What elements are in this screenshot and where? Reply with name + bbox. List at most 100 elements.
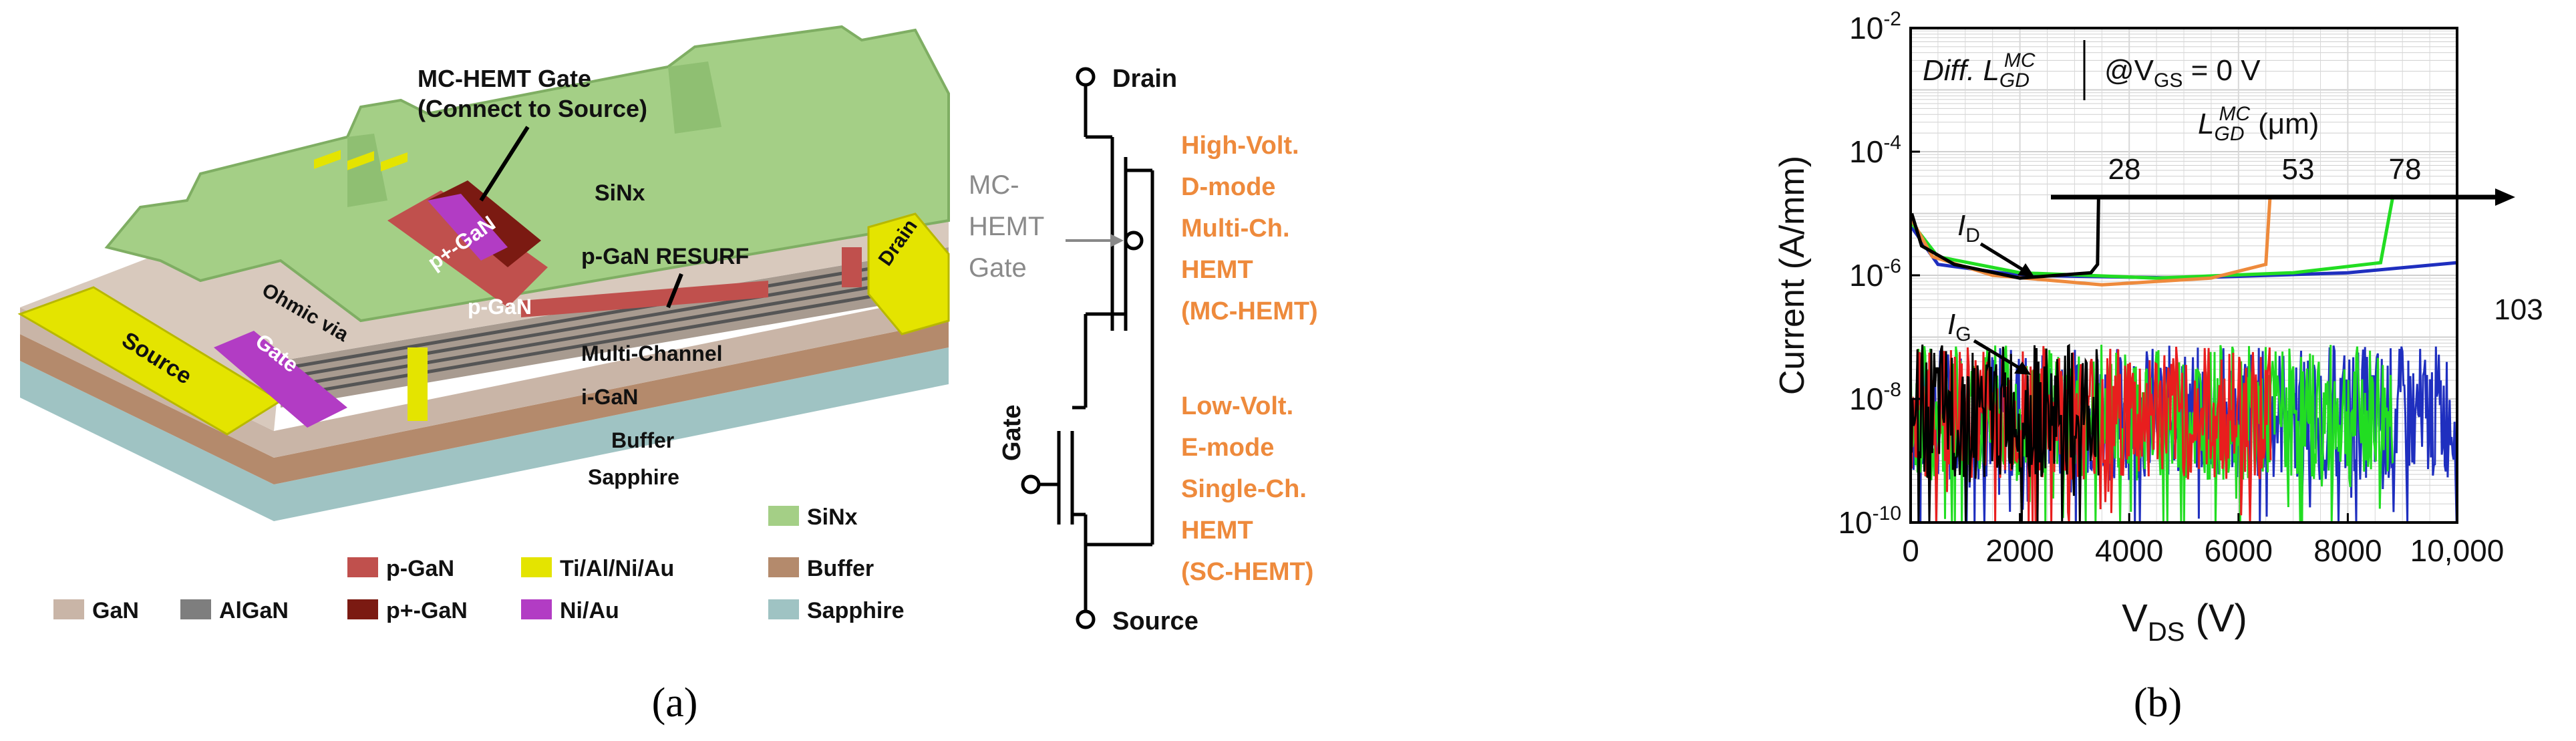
y-tick-label: 10-2 <box>1849 8 1901 45</box>
y-axis-ticks: 10-10 10-8 10-6 10-4 10-2 <box>1838 8 1920 540</box>
mc-hemt-gate-text: MC- HEMT Gate <box>969 170 1044 283</box>
id-traces <box>1910 194 2458 287</box>
circuit-text-line: (SC-HEMT) <box>1181 558 1313 586</box>
circuit-text-line: HEMT <box>969 212 1044 241</box>
x-tick-label: 8000 <box>2313 533 2382 568</box>
chart-annotations: Diff. LGDMC @VGS = 0 V LGDMC(μm) ID IG <box>1923 40 2319 345</box>
sinx-cover <box>104 25 950 323</box>
ig-traces <box>1909 343 2458 524</box>
legend-label: GaN <box>92 598 139 623</box>
panel-a-label: (a) <box>652 680 698 726</box>
y-tick-label: 10-10 <box>1838 502 1901 540</box>
id-curve-53 <box>1910 194 2272 287</box>
circuit-text-line: (MC-HEMT) <box>1181 297 1318 325</box>
source-terminal <box>1076 609 1096 629</box>
x-tick-label: 4000 <box>2095 533 2163 568</box>
id-pointer-arrow <box>1979 242 2029 275</box>
circuit-text-line: Multi-Ch. <box>1181 214 1290 243</box>
p-gan-resurf-callout: p-GaN RESURF <box>581 244 749 269</box>
circuit-text-line: High-Volt. <box>1181 132 1299 160</box>
vgs-condition: @VGS = 0 V <box>2104 54 2261 92</box>
breakdown-labels: 28 53 78 103 <box>2108 153 2543 326</box>
id-curve-28 <box>1910 194 2100 280</box>
drain-metal <box>867 212 950 335</box>
legend-label: Buffer <box>807 556 874 581</box>
ohmic-vias <box>314 150 428 421</box>
resurf-arrow <box>666 273 683 309</box>
diff-lgd-annotation: Diff. LGDMC <box>1923 49 2036 92</box>
lgd-value-label: 28 <box>2108 153 2141 186</box>
legend-swatch <box>768 599 799 619</box>
circuit-schematic <box>1021 67 1154 629</box>
circuit-text-line: Low-Volt. <box>1181 392 1293 420</box>
x-tick-label: 2000 <box>1985 533 2054 568</box>
legend-swatch <box>521 599 552 619</box>
buffer-callout: Buffer <box>611 428 674 452</box>
legend-swatch <box>521 557 552 577</box>
mc-gate-arrow <box>479 126 530 202</box>
gate-metal <box>214 331 347 428</box>
legend-label: p+-GaN <box>386 598 468 623</box>
circuit-text-line: HEMT <box>1181 516 1253 545</box>
legend-label: SiNx <box>807 504 858 530</box>
p-gan-callout: p-GaN <box>468 295 532 319</box>
legend-label: Ni/Au <box>560 598 619 623</box>
circuit-labels: Drain Source Gate MC- HEMT Gate High-Volt.… <box>969 65 1318 635</box>
resurf-strip <box>521 281 768 317</box>
ig-label: IG <box>1947 308 1971 345</box>
ni-au-mc-gate <box>428 194 508 261</box>
circuit-text-line: Single-Ch. <box>1181 475 1307 503</box>
legend-swatch <box>347 599 378 619</box>
x-tick-label: 6000 <box>2205 533 2273 568</box>
source-label: Source <box>1112 607 1198 635</box>
sinx-callout: SiNx <box>595 180 645 206</box>
legend-swatch <box>180 599 211 619</box>
multi-channel-stack <box>280 247 949 408</box>
sapphire-callout: Sapphire <box>588 465 679 489</box>
x-tick-label: 0 <box>1902 533 1919 568</box>
device-schematic <box>17 25 950 521</box>
legend-label: AlGaN <box>219 598 289 623</box>
drain-terminal <box>1076 67 1096 87</box>
y-axis-label: Current (A/mm) <box>1773 156 1812 395</box>
i-gan-callout: i-GaN <box>581 385 638 409</box>
legend-swatch <box>768 506 799 526</box>
lgd-value-label: 78 <box>2389 153 2422 186</box>
lgd-value-label: 53 <box>2282 153 2315 186</box>
legend-swatch <box>53 599 84 619</box>
circuit-text-line: HEMT <box>1181 256 1253 284</box>
circuit-text-line: E-mode <box>1181 434 1274 462</box>
y-tick-label: 10-6 <box>1849 255 1901 293</box>
y-tick-label: 10-8 <box>1849 379 1901 416</box>
y-tick-label: 10-4 <box>1849 132 1901 169</box>
legend-label: Ti/Al/Ni/Au <box>560 556 674 581</box>
circuit-text-line: MC- <box>969 170 1019 200</box>
multi-channel-callout: Multi-Channel <box>581 341 723 365</box>
ig-pointer-arrow <box>1973 339 2026 373</box>
x-axis-label: VDS (V) <box>2122 597 2247 647</box>
mc-gate-callout-line1: MC-HEMT Gate <box>418 65 591 92</box>
drain-label: Drain <box>1112 65 1177 93</box>
legend-label: Sapphire <box>807 598 904 623</box>
circuit-text-line: Gate <box>969 253 1027 283</box>
mc-gate-bubble <box>1124 231 1144 251</box>
lgd-value-label: 103 <box>2494 293 2543 326</box>
circuit-text-line: D-mode <box>1181 173 1275 201</box>
legend-swatch <box>347 557 378 577</box>
legend-swatch <box>768 557 799 577</box>
x-axis-ticks: 0 2000 4000 6000 8000 10,000 <box>1902 513 2504 568</box>
id-label: ID <box>1957 209 1980 247</box>
lgd-unit-label: LGDMC(μm) <box>2198 103 2319 145</box>
panel-b-label: (b) <box>2134 680 2182 726</box>
legend-label: p-GaN <box>386 556 454 581</box>
ig-noise-trace <box>1909 343 2100 523</box>
id-curve-78 <box>1910 194 2395 280</box>
gate-label: Gate <box>998 405 1026 461</box>
p-gan-block <box>387 190 548 307</box>
x-tick-label: 10,000 <box>2410 533 2505 568</box>
